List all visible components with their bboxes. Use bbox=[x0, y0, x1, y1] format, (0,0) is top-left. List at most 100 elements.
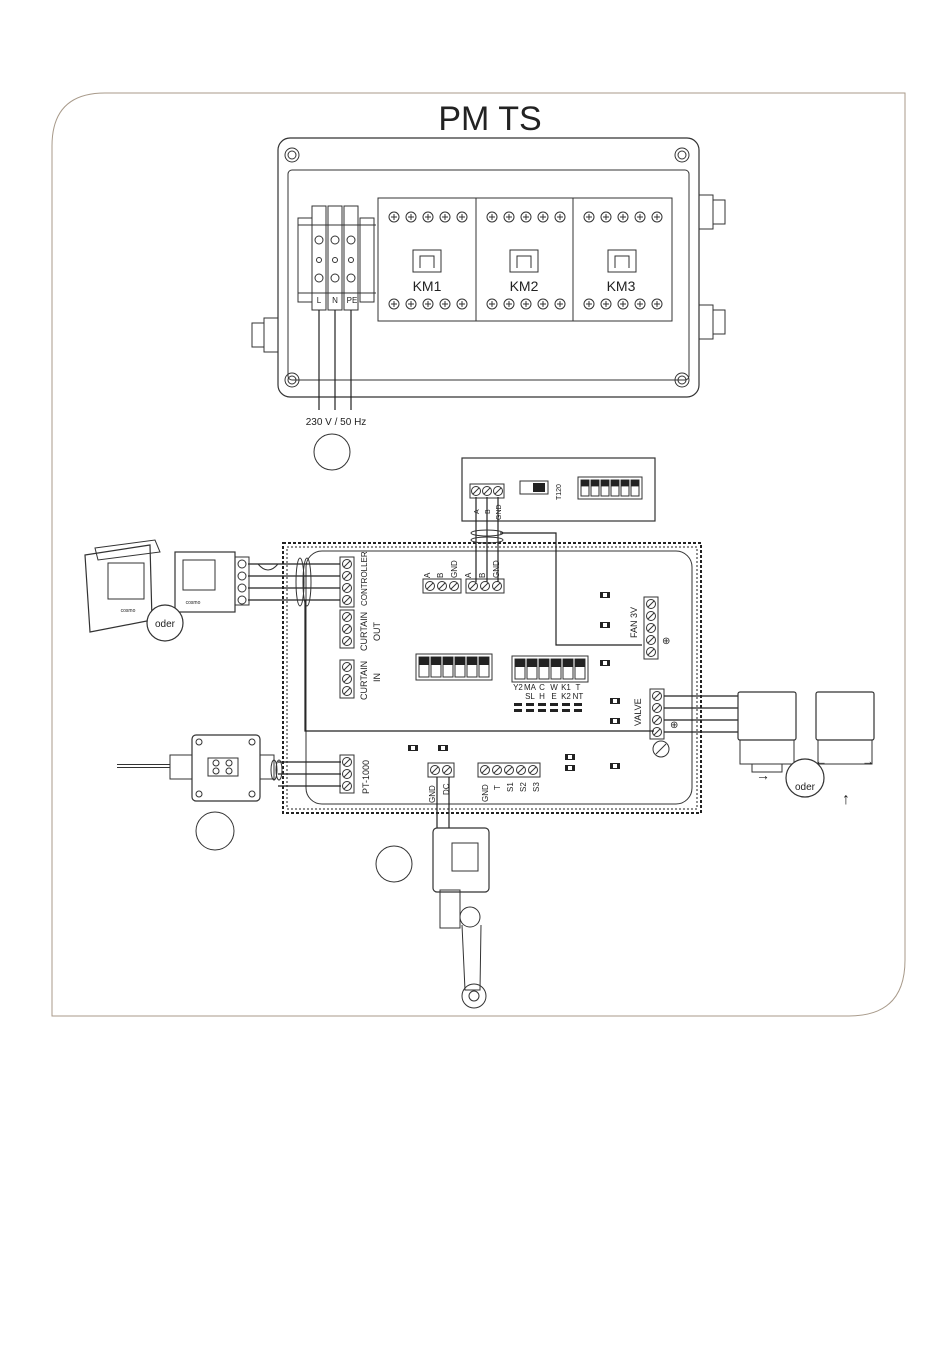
dip-marker bbox=[574, 709, 582, 712]
dip-marker bbox=[538, 709, 546, 712]
led-marker-center bbox=[568, 766, 572, 770]
comm-dip-lever bbox=[631, 480, 639, 486]
fan-label: FAN 3V bbox=[629, 607, 639, 638]
bus2-gnd-label: GND bbox=[492, 560, 501, 578]
board-dip-right-lever bbox=[563, 659, 573, 667]
supply-voltage-label: 230 V / 50 Hz bbox=[306, 417, 367, 428]
dip-label-bottom: NT bbox=[573, 692, 584, 701]
board-dip-switch-left bbox=[416, 654, 492, 680]
dip-marker bbox=[562, 709, 570, 712]
controller-label: CONTROLLER bbox=[360, 551, 369, 606]
led-marker-center bbox=[603, 593, 607, 597]
dip-marker bbox=[514, 703, 522, 706]
sensor-s1-label: S1 bbox=[506, 782, 515, 792]
pt1000-sensor-box bbox=[117, 735, 274, 850]
dip-marker bbox=[550, 703, 558, 706]
board-dip-left-lever bbox=[455, 657, 465, 665]
room-controller-devices: cosmo cosmo oder bbox=[85, 540, 249, 641]
ground-symbol-valve: ⊕ bbox=[670, 720, 678, 731]
dc-dc-label: DC bbox=[442, 783, 451, 795]
led-marker-center bbox=[603, 623, 607, 627]
terminal-n-label: N bbox=[332, 296, 338, 305]
dip-label-top: K1 bbox=[561, 683, 571, 692]
bus-a-label: A bbox=[423, 572, 432, 578]
comm-terminal-gnd-label: GND bbox=[496, 504, 503, 520]
dip-label-top: C bbox=[539, 683, 545, 692]
led-marker-center bbox=[613, 719, 617, 723]
comm-box: A B GND T120 bbox=[462, 458, 655, 521]
comm-dip-lever bbox=[611, 480, 619, 486]
dip-label-bottom: E bbox=[551, 692, 556, 701]
bus-terminal-blocks bbox=[423, 579, 504, 593]
dip-marker bbox=[538, 703, 546, 706]
led-marker-center bbox=[613, 764, 617, 768]
dip-label-bottom: SL bbox=[525, 692, 535, 701]
curtain-out-label-2: OUT bbox=[372, 622, 382, 642]
left-terminal-blocks bbox=[340, 557, 354, 793]
controller-or-label: oder bbox=[155, 619, 176, 630]
contactor-km1-label: KM1 bbox=[413, 278, 442, 294]
comm-switch-label: T120 bbox=[556, 484, 563, 500]
led-marker-center bbox=[568, 755, 572, 759]
led-marker-center bbox=[603, 661, 607, 665]
comm-dip-lever bbox=[601, 480, 609, 486]
valve-flow-arrow-up: ↑ bbox=[842, 791, 850, 808]
sensor-s2-label: S2 bbox=[519, 782, 528, 792]
ground-symbol-fan: ⊕ bbox=[662, 636, 670, 647]
bus2-b-label: B bbox=[478, 573, 487, 578]
damper-actuator bbox=[376, 828, 489, 1008]
sensor-t-label: T bbox=[493, 785, 502, 790]
led-marker-center bbox=[441, 746, 445, 750]
comm-terminal-a-label: A bbox=[474, 509, 481, 514]
right-terminal-blocks bbox=[644, 597, 664, 739]
curtain-out-label-1: CURTAIN bbox=[359, 612, 369, 651]
dip-marker bbox=[514, 709, 522, 712]
dip-marker bbox=[526, 709, 534, 712]
board-dip-left-lever bbox=[479, 657, 489, 665]
power-box: L N PE KM1 KM2 KM3 230 V / 50 Hz bbox=[252, 138, 725, 470]
valve-label: VALVE bbox=[633, 698, 643, 726]
dip-marker bbox=[574, 703, 582, 706]
board-dip-right-lever bbox=[515, 659, 525, 667]
sensor-s3-label: S3 bbox=[532, 782, 541, 792]
pt1000-label: PT-1000 bbox=[361, 760, 371, 794]
terminal-pe-label: PE bbox=[347, 296, 358, 305]
contactor-km3-label: KM3 bbox=[607, 278, 636, 294]
valve-flow-arrow-left: → bbox=[756, 767, 770, 783]
valve-flow-arrow-right-b: → bbox=[862, 754, 874, 768]
dip-switch-labels: Y2MACWK1TSLHEK2NT bbox=[513, 683, 583, 712]
board-dip-switch-right bbox=[512, 656, 588, 682]
bus-gnd-label: GND bbox=[450, 560, 459, 578]
board-dip-right-lever bbox=[527, 659, 537, 667]
dc-terminal bbox=[428, 763, 454, 777]
callout-circle-actuator bbox=[376, 846, 412, 882]
contactor-km2-label: KM2 bbox=[510, 278, 539, 294]
dip-label-bottom: K2 bbox=[561, 692, 571, 701]
board-dip-right-lever bbox=[551, 659, 561, 667]
comm-dip-lever bbox=[591, 480, 599, 486]
dc-gnd-label: GND bbox=[428, 785, 437, 803]
curtain-in-label-1: CURTAIN bbox=[359, 661, 369, 700]
curtain-in-label-2: IN bbox=[372, 673, 382, 682]
sensor-gnd-label: GND bbox=[481, 784, 490, 802]
diagram-title: PM TS bbox=[438, 100, 541, 138]
dip-marker bbox=[562, 703, 570, 706]
valve-actuators: → ← → ↑ oder bbox=[738, 692, 874, 808]
callout-circle-sensor bbox=[196, 812, 234, 850]
board-dip-left-lever bbox=[443, 657, 453, 665]
dip-label-top: W bbox=[550, 683, 558, 692]
board-dip-right-lever bbox=[575, 659, 585, 667]
callout-circle-power bbox=[314, 434, 350, 470]
board-dip-left-lever bbox=[419, 657, 429, 665]
bus2-a-label: A bbox=[464, 572, 473, 578]
controller-brand-left: cosmo bbox=[121, 608, 136, 614]
dip-label-top: Y2 bbox=[513, 683, 523, 692]
dip-label-top: MA bbox=[524, 683, 537, 692]
board-dip-left-lever bbox=[467, 657, 477, 665]
cable-gland-right-bottom bbox=[699, 305, 725, 339]
comm-terminal-b-label: B bbox=[485, 509, 492, 514]
cable-gland-right-top bbox=[699, 195, 725, 229]
bottom-terminal-blocks bbox=[428, 763, 540, 777]
